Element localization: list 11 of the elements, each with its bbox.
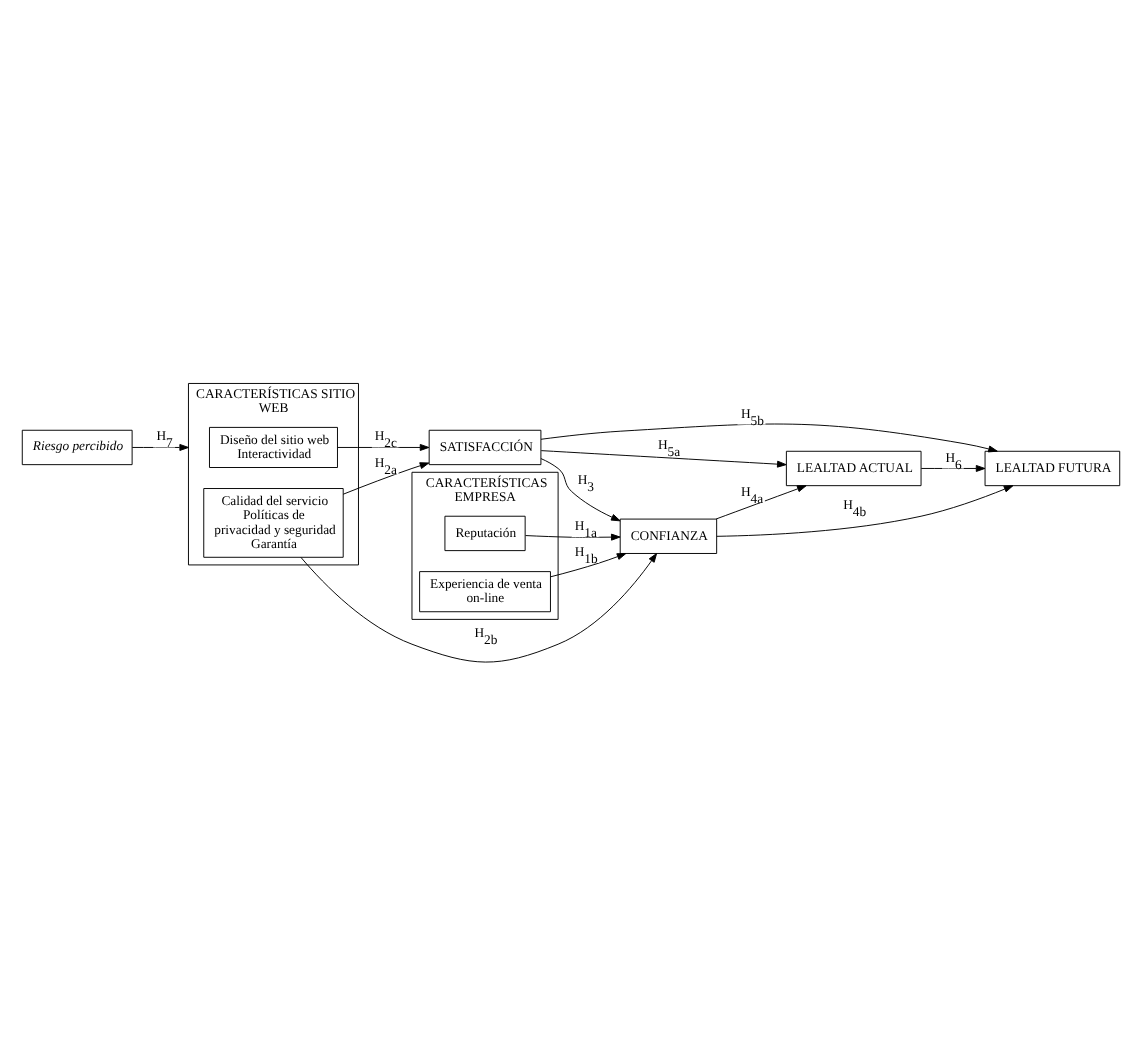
arrow — [342, 462, 430, 495]
arrow — [920, 464, 986, 472]
arrow — [716, 485, 1014, 537]
arrow — [540, 423, 998, 453]
arrow — [550, 553, 627, 578]
arrow — [540, 458, 621, 522]
arrow — [300, 553, 658, 663]
arrow — [131, 443, 189, 451]
arrow — [337, 443, 430, 451]
arrow — [715, 485, 807, 520]
arrow — [540, 450, 787, 468]
